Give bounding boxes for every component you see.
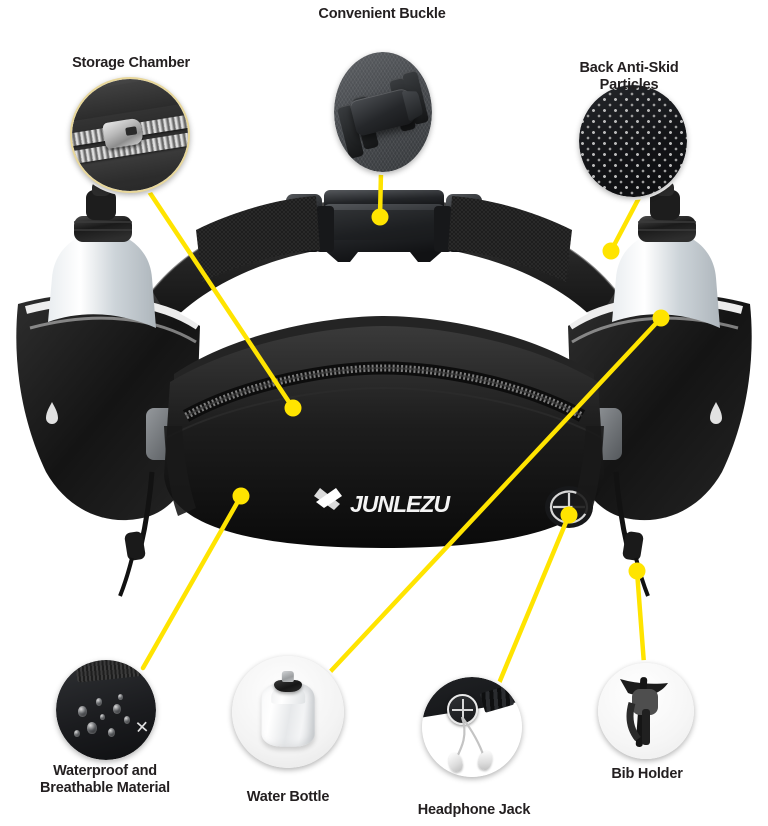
callout-label-convenient-buckle: Convenient Buckle	[318, 6, 446, 22]
callout-bubble-headphone-jack	[422, 677, 522, 777]
callout-dot-waterproof-breathable-material	[232, 487, 250, 505]
callout-dot-convenient-buckle	[371, 208, 389, 226]
callout-bubble-back-anti-skid-particles	[579, 85, 687, 197]
callout-bubble-storage-chamber	[70, 77, 190, 193]
product-image: JUNLEZU	[0, 176, 768, 618]
callout-label-bib-holder: Bib Holder	[611, 766, 683, 782]
callout-dot-water-bottle	[652, 309, 670, 327]
svg-text:JUNLEZU: JUNLEZU	[350, 491, 451, 517]
callout-dot-storage-chamber	[284, 399, 302, 417]
product-illustration: JUNLEZU	[16, 182, 752, 597]
callout-bubble-water-bottle	[232, 656, 344, 768]
brand-x-mark: ✕	[134, 717, 150, 738]
callout-label-back-anti-skid-particles: Back Anti-Skid Particles	[579, 60, 679, 93]
callout-label-headphone-jack: Headphone Jack	[417, 802, 531, 818]
callout-dot-back-anti-skid-particles	[602, 242, 620, 260]
callout-label-waterproof-breathable-material: Waterproof and Breathable Material	[40, 763, 170, 796]
callout-dot-headphone-jack	[560, 506, 578, 524]
callout-bubble-waterproof-breathable-material: ✕	[56, 660, 156, 760]
callout-label-storage-chamber: Storage Chamber	[72, 55, 190, 71]
callout-bubble-bib-holder	[598, 663, 694, 759]
callout-bubble-convenient-buckle	[334, 52, 432, 172]
callout-label-water-bottle: Water Bottle	[246, 789, 330, 805]
callout-dot-bib-holder	[628, 562, 646, 580]
